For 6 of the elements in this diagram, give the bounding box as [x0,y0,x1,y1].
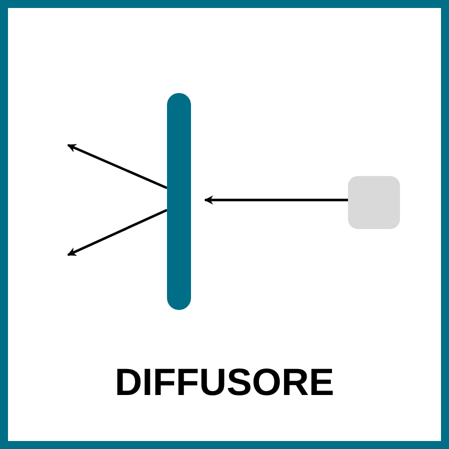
arrow [67,144,168,190]
arrow [204,196,348,204]
source-square [348,176,400,229]
diffuser-bar [167,93,191,310]
title: DIFFUSORE [114,362,336,405]
arrow [67,208,168,256]
